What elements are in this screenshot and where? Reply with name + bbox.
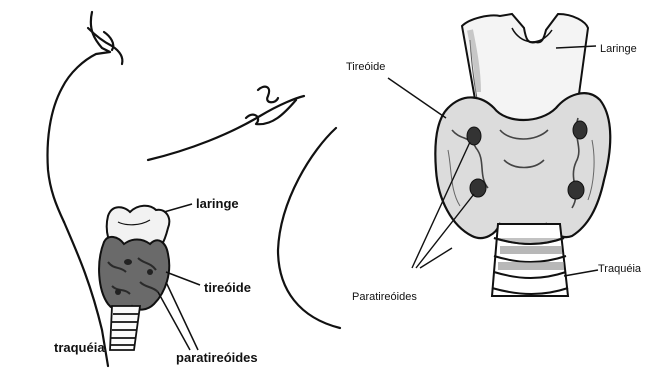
label-traqueia-right: Traquéia [598, 263, 642, 275]
leader-traqueia-right [564, 270, 598, 276]
label-laringe-right: Laringe [600, 43, 637, 55]
leader-tireoide-left [166, 272, 200, 285]
label-paratireoides-right: Paratireóides [352, 291, 417, 303]
leader-tireoide-right [388, 78, 446, 118]
left-neck-figure [48, 12, 340, 366]
leader-laringe-left [164, 204, 192, 212]
jaw-line [148, 96, 304, 160]
left-thyroid [99, 237, 169, 310]
leader-paratireoides-right-c [420, 248, 452, 268]
label-paratireoides-left: paratireóides [176, 350, 258, 365]
left-trachea [110, 306, 140, 350]
label-laringe-left: laringe [196, 196, 239, 211]
shoulder-line [278, 128, 340, 328]
label-traqueia-left: traquéia [54, 340, 105, 355]
label-tireoide-right: Tireóide [346, 61, 385, 73]
label-tireoide-left: tireóide [204, 280, 251, 295]
right-trachea [492, 224, 568, 296]
neck-outline [48, 12, 110, 222]
